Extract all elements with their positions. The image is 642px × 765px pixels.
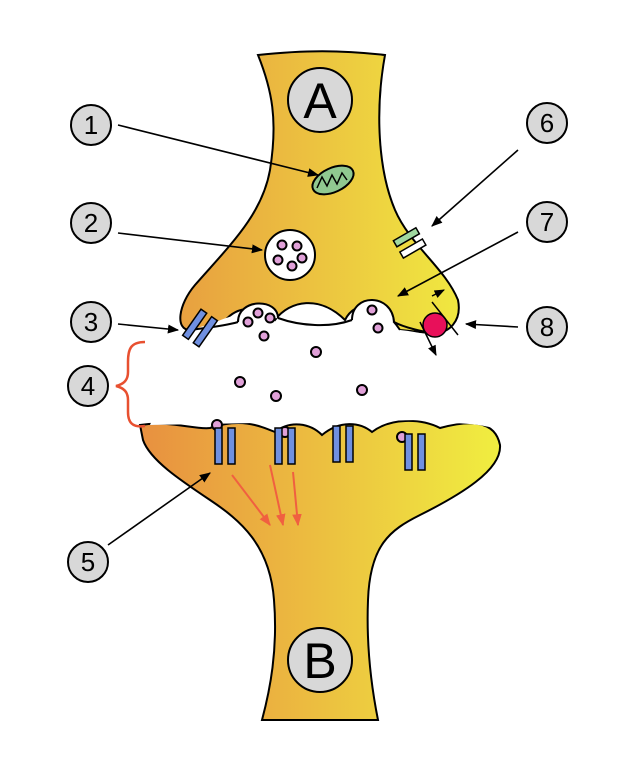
callout-8: 8: [526, 306, 568, 348]
autoreceptor: [392, 226, 427, 260]
callout-5: 5: [67, 541, 109, 583]
callout-2-text: 2: [84, 208, 98, 238]
callout-6-text: 6: [540, 108, 554, 138]
callout-pointers: [107, 124, 519, 546]
cleft-bracket: [115, 340, 146, 428]
label-a: A: [303, 73, 337, 129]
callout-7: 7: [526, 201, 568, 243]
signal-arrows: [231, 464, 302, 527]
presynaptic-receptor: [181, 308, 219, 348]
mitochondrion: [311, 164, 355, 196]
callout-3-text: 3: [84, 307, 98, 337]
postsynaptic-receptors: [214, 425, 426, 471]
callout-2: 2: [70, 202, 112, 244]
callout-4-text: 4: [81, 371, 95, 401]
fusing-vesicle-right: [351, 299, 395, 334]
label-b-badge: [287, 627, 353, 693]
synaptic-vesicle: [264, 229, 316, 281]
fusing-vesicle-left: [237, 302, 279, 342]
callout-7-text: 7: [540, 207, 554, 237]
callout-6: 6: [526, 102, 568, 144]
synaptic-cleft: [150, 314, 500, 430]
callout-5-text: 5: [81, 547, 95, 577]
label-b: B: [303, 633, 336, 689]
callout-3: 3: [70, 301, 112, 343]
callout-4: 4: [67, 365, 109, 407]
label-a-badge: [287, 67, 353, 133]
callout-8-text: 8: [540, 312, 554, 342]
callout-1: 1: [70, 104, 112, 146]
reuptake-transporter: [419, 289, 459, 356]
callout-1-text: 1: [84, 110, 98, 140]
